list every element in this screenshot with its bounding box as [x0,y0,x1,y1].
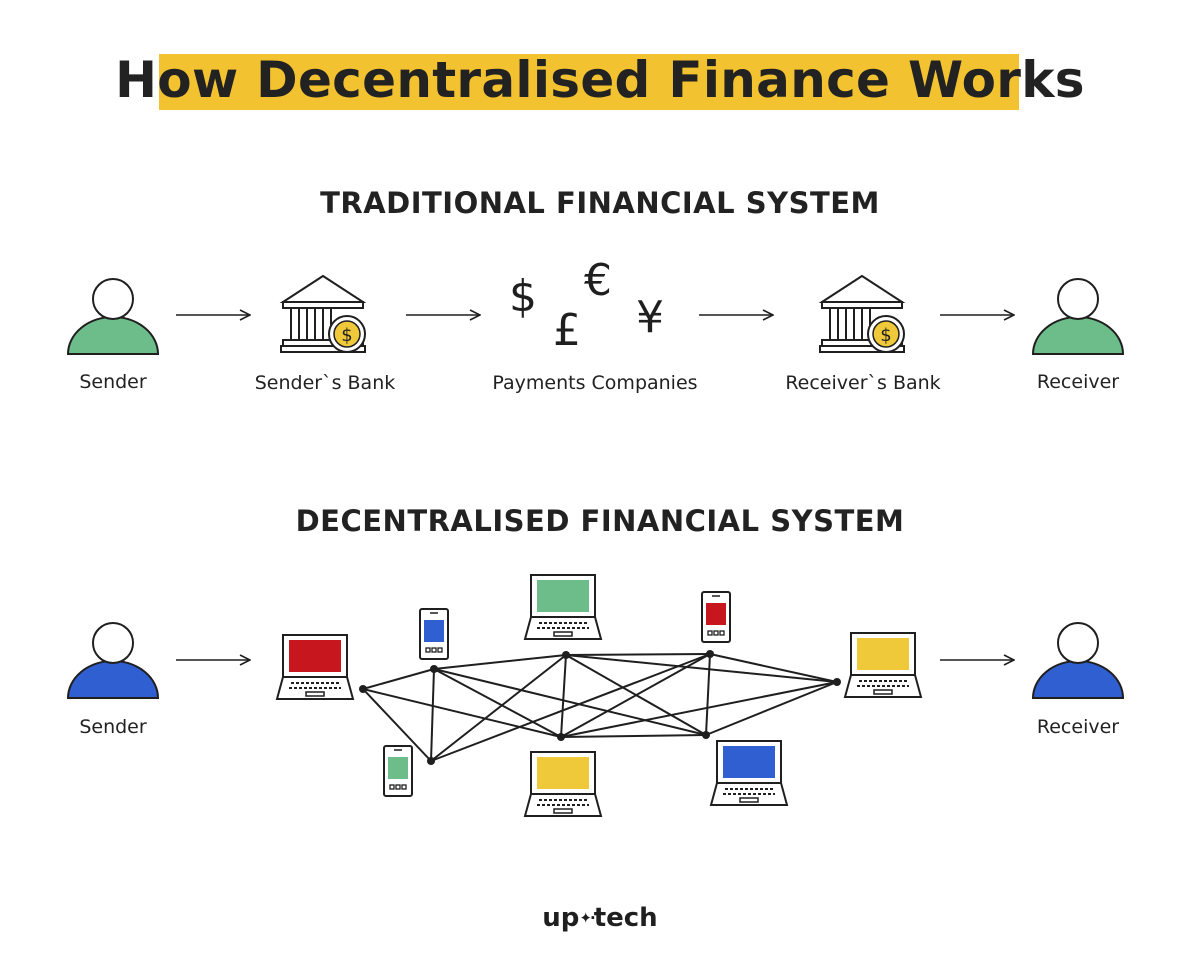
laptop-green-icon [524,574,602,640]
decentralised-sender-label: Sender [79,716,147,738]
traditional-heading: TRADITIONAL FINANCIAL SYSTEM [320,186,880,220]
title-highlight [159,54,1019,110]
currency-symbols-icon: $ € £ ¥ [509,255,664,356]
sender-bank-label: Sender`s Bank [254,372,396,394]
phone-green-icon [383,745,413,797]
logo-mark-icon: ✦· [579,909,595,927]
yen-icon: ¥ [636,292,664,343]
network-nodes [359,650,841,765]
traditional-sender-person-icon [66,278,160,355]
network-links [362,653,838,762]
laptop-yellow-icon [844,632,922,698]
receiver-bank-label: Receiver`s Bank [785,372,941,394]
euro-icon: € [584,255,612,306]
phone-red-icon [701,591,731,643]
decentralised-heading: DECENTRALISED FINANCIAL SYSTEM [295,504,905,538]
laptop-blue-icon [710,740,788,806]
decentralised-receiver-person-icon [1031,622,1125,699]
coin-symbol: $ [341,325,352,346]
coin-symbol: $ [880,325,891,346]
laptop-red-icon [276,634,354,700]
decentralised-receiver-label: Receiver [1036,716,1120,738]
uptech-logo: up✦·tech [0,903,1200,933]
dollar-icon: $ [509,271,537,322]
logo-right-text: tech [593,903,658,933]
payments-companies-label: Payments Companies [492,372,698,394]
sender-bank-icon: $ [280,275,366,353]
laptop-yellow-bottom-icon [524,751,602,817]
pound-icon: £ [553,305,581,356]
decentralised-sender-person-icon [66,622,160,699]
logo-left-text: up [542,903,580,933]
traditional-receiver-label: Receiver [1036,371,1120,393]
phone-blue-icon [419,608,449,660]
receiver-bank-icon: $ [819,275,905,353]
traditional-receiver-person-icon [1031,278,1125,355]
page-title: How Decentralised Finance Works [115,51,1085,109]
traditional-sender-label: Sender [79,371,147,393]
